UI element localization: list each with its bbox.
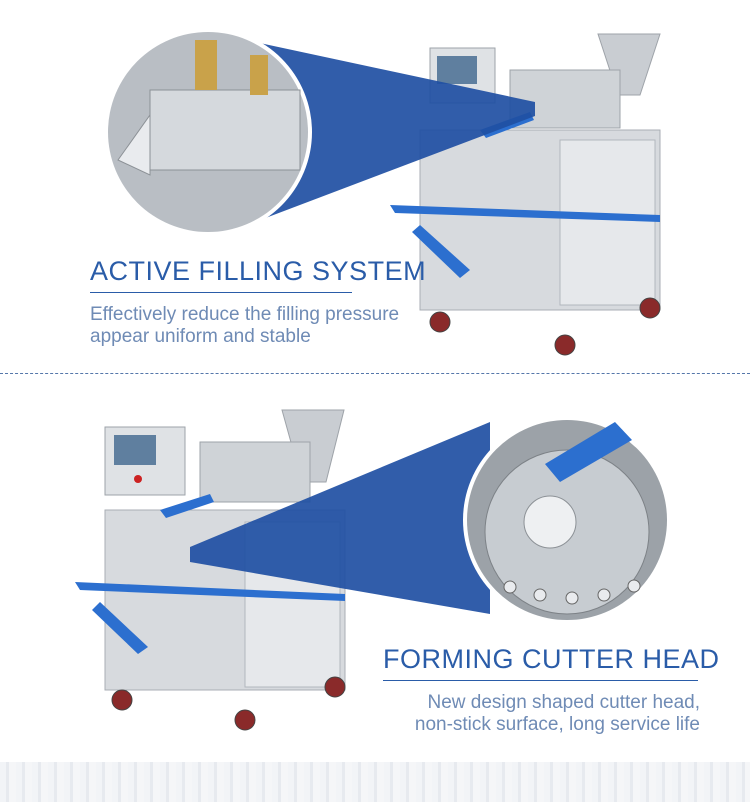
cutter-head <box>523 495 577 549</box>
brass-fitting <box>195 40 217 90</box>
section-divider <box>0 373 750 374</box>
roller <box>627 579 641 593</box>
caster-wheel <box>554 334 576 356</box>
caster-wheel <box>639 297 661 319</box>
conveyor-belt-upper <box>160 494 214 518</box>
subtitle-line-1: New design shaped cutter head, <box>427 692 700 713</box>
filling-unit <box>199 441 311 503</box>
roller <box>533 588 547 602</box>
title-underline <box>383 680 698 681</box>
subtitle-line-2: appear uniform and stable <box>90 326 311 347</box>
subtitle-line-2: non-stick surface, long service life <box>414 714 700 735</box>
machine-illustration-bottom <box>75 409 671 731</box>
section-title: FORMING CUTTER HEAD <box>383 644 720 674</box>
subtitle-line-1: Effectively reduce the filling pressure <box>90 304 400 325</box>
caster-wheel <box>429 311 451 333</box>
roller <box>503 580 517 594</box>
caster-wheel <box>234 709 256 731</box>
brass-fitting <box>250 55 268 95</box>
cutter-conveyor <box>545 422 632 482</box>
conveyor-belt-lower <box>412 225 470 278</box>
roller <box>597 588 611 602</box>
caster-wheel <box>324 676 346 698</box>
cabinet-door <box>559 139 656 306</box>
nozzle-tip <box>117 113 151 176</box>
roller <box>565 591 579 605</box>
zoom-beam <box>255 42 535 222</box>
machine-illustration-top <box>104 28 661 356</box>
touch-screen <box>437 56 477 84</box>
caster-wheel <box>111 689 133 711</box>
touch-screen <box>114 435 156 465</box>
nozzle-body <box>149 89 301 171</box>
section-forming-cutter-head: FORMING CUTTER HEAD New design shaped cu… <box>0 382 750 762</box>
section-active-filling-system: ACTIVE FILLING SYSTEM Effectively reduce… <box>0 0 750 372</box>
title-underline <box>90 292 352 293</box>
decorative-footer-band <box>0 762 750 802</box>
conveyor-belt-lower <box>92 602 148 654</box>
stop-button-indicator <box>134 475 142 483</box>
section-title: ACTIVE FILLING SYSTEM <box>90 256 427 286</box>
conveyor-belt <box>390 205 660 222</box>
zoom-beam <box>190 422 490 614</box>
conveyor-belt <box>75 582 345 601</box>
